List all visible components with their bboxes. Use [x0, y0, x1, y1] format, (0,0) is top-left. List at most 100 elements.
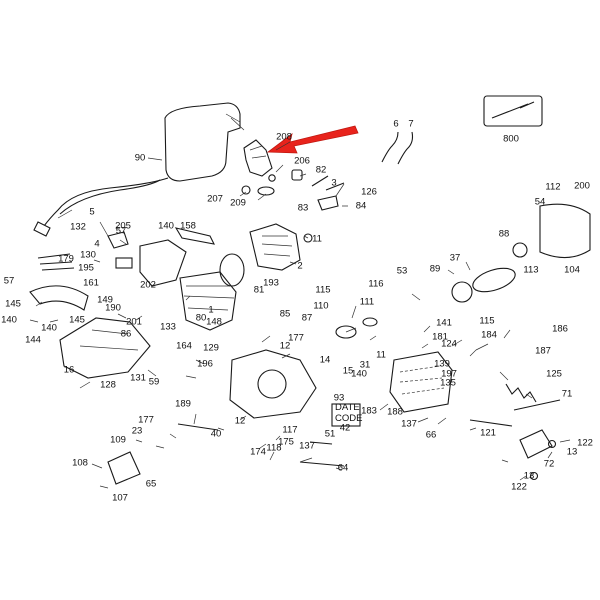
part-number-callout[interactable]: 87 — [301, 312, 313, 324]
part-number-callout[interactable]: 80 — [195, 312, 207, 324]
part-number-callout[interactable]: 125 — [546, 368, 562, 380]
part-number-callout[interactable]: 174 — [250, 446, 266, 458]
part-number-callout[interactable]: 57 — [115, 225, 127, 237]
part-number-callout[interactable]: 202 — [140, 279, 156, 291]
part-number-callout[interactable]: 183 — [361, 405, 377, 417]
part-number-callout[interactable]: 128 — [100, 379, 116, 391]
part-number-callout[interactable]: 71 — [561, 388, 573, 400]
part-number-callout[interactable]: 111 — [359, 296, 375, 308]
part-number-callout[interactable]: 193 — [263, 277, 279, 289]
part-number-callout[interactable]: 117 — [282, 424, 298, 436]
part-number-callout[interactable]: 11 — [312, 233, 322, 245]
part-number-callout[interactable]: 85 — [279, 308, 291, 320]
part-number-callout[interactable]: 189 — [175, 398, 191, 410]
part-number-callout[interactable]: 4 — [94, 238, 100, 250]
part-number-callout[interactable]: 179 — [58, 253, 74, 265]
part-number-callout[interactable]: 122 — [577, 437, 593, 449]
part-number-callout[interactable]: 13 — [566, 446, 578, 458]
part-number-callout[interactable]: 104 — [564, 264, 580, 276]
part-number-callout[interactable]: 86 — [120, 328, 132, 340]
part-number-callout[interactable]: 115 — [479, 315, 495, 327]
part-number-callout[interactable]: 5 — [89, 206, 95, 218]
part-number-callout[interactable]: 131 — [130, 372, 146, 384]
part-number-callout[interactable]: 37 — [449, 252, 461, 264]
part-number-callout[interactable]: 110 — [313, 300, 329, 312]
part-number-callout[interactable]: 200 — [574, 180, 590, 192]
part-number-callout[interactable]: 137 — [401, 418, 417, 430]
part-number-callout[interactable]: 132 — [70, 221, 86, 233]
part-number-callout[interactable]: 800 — [503, 133, 519, 145]
part-number-callout[interactable]: 107 — [112, 492, 128, 504]
part-number-callout[interactable]: 121 — [480, 427, 496, 439]
part-number-callout[interactable]: 197 — [441, 368, 457, 380]
part-number-callout[interactable]: 164 — [176, 340, 192, 352]
part-number-callout[interactable]: 109 — [110, 434, 126, 446]
part-number-callout[interactable]: 66 — [425, 429, 437, 441]
part-number-callout[interactable]: 188 — [387, 406, 403, 418]
part-number-callout[interactable]: 15 — [342, 365, 354, 377]
part-number-callout[interactable]: 186 — [552, 323, 568, 335]
part-number-callout[interactable]: 145 — [5, 298, 21, 310]
part-number-callout[interactable]: 115 — [315, 284, 331, 296]
part-number-callout[interactable]: 90 — [134, 152, 146, 164]
part-number-callout[interactable]: 137 — [299, 440, 315, 452]
part-number-callout[interactable]: 135 — [440, 377, 456, 389]
part-number-callout[interactable]: 93 — [333, 392, 345, 404]
part-number-callout[interactable]: 3 — [331, 177, 337, 189]
part-number-callout[interactable]: 175 — [278, 436, 294, 448]
part-number-callout[interactable]: 196 — [197, 358, 213, 370]
part-number-callout[interactable]: 122 — [511, 481, 527, 493]
part-number-callout[interactable]: 195 — [78, 262, 94, 274]
part-number-callout[interactable]: 53 — [396, 265, 408, 277]
part-number-callout[interactable]: 116 — [368, 278, 384, 290]
part-number-callout[interactable]: 82 — [315, 164, 327, 176]
part-number-callout[interactable]: 140 — [351, 368, 367, 380]
part-number-callout[interactable]: 51 — [324, 428, 336, 440]
part-number-callout[interactable]: 207 — [207, 193, 223, 205]
part-number-callout[interactable]: 118 — [266, 442, 282, 454]
part-number-callout[interactable]: 145 — [69, 314, 85, 326]
part-number-callout[interactable]: 14 — [319, 354, 331, 366]
part-number-callout[interactable]: 65 — [145, 478, 157, 490]
part-number-callout[interactable]: 31 — [359, 359, 371, 371]
part-number-callout[interactable]: 16 — [63, 364, 75, 376]
part-number-callout[interactable]: 177 — [138, 414, 154, 426]
part-number-callout[interactable]: 112 — [545, 181, 561, 193]
part-number-callout[interactable]: 181 — [432, 331, 448, 343]
part-number-callout[interactable]: 124 — [441, 338, 457, 350]
part-number-callout[interactable]: 113 — [523, 264, 539, 276]
part-number-callout[interactable]: 2 — [297, 260, 303, 272]
part-number-callout[interactable]: 64 — [337, 462, 349, 474]
part-number-callout[interactable]: 81 — [253, 284, 265, 296]
part-number-callout[interactable]: 57 — [3, 275, 15, 287]
part-number-callout[interactable]: 208 — [276, 131, 292, 143]
part-number-callout[interactable]: 11 — [376, 349, 386, 361]
part-number-callout[interactable]: 12 — [234, 415, 246, 427]
part-number-callout[interactable]: 140 — [41, 322, 57, 334]
part-number-callout[interactable]: 6 — [393, 118, 399, 130]
part-number-callout[interactable]: 40 — [210, 428, 222, 440]
part-number-callout[interactable]: 23 — [131, 425, 143, 437]
part-number-callout[interactable]: 184 — [481, 329, 497, 341]
part-number-callout[interactable]: 158 — [180, 220, 196, 232]
part-number-callout[interactable]: 144 — [25, 334, 41, 346]
part-number-callout[interactable]: 177 — [288, 332, 304, 344]
part-number-callout[interactable]: 129 — [203, 342, 219, 354]
part-number-callout[interactable]: 187 — [535, 345, 551, 357]
part-number-callout[interactable]: 133 — [160, 321, 176, 333]
part-number-callout[interactable]: 139 — [434, 358, 450, 370]
part-number-callout[interactable]: 140 — [158, 220, 174, 232]
part-number-callout[interactable]: 140 — [1, 314, 17, 326]
part-number-callout[interactable]: 126 — [361, 186, 377, 198]
part-number-callout[interactable]: 13 — [523, 470, 535, 482]
part-number-callout[interactable]: 7 — [408, 118, 414, 130]
part-number-callout[interactable]: 72 — [543, 458, 555, 470]
part-number-callout[interactable]: 84 — [355, 200, 367, 212]
part-number-callout[interactable]: 89 — [429, 263, 441, 275]
part-number-callout[interactable]: 205 — [115, 220, 131, 232]
part-number-callout[interactable]: 201 — [126, 316, 142, 328]
part-number-callout[interactable]: 42 — [339, 422, 351, 434]
part-number-callout[interactable]: 88 — [498, 228, 510, 240]
part-number-callout[interactable]: 190 — [105, 302, 121, 314]
part-number-callout[interactable]: 12 — [279, 340, 291, 352]
